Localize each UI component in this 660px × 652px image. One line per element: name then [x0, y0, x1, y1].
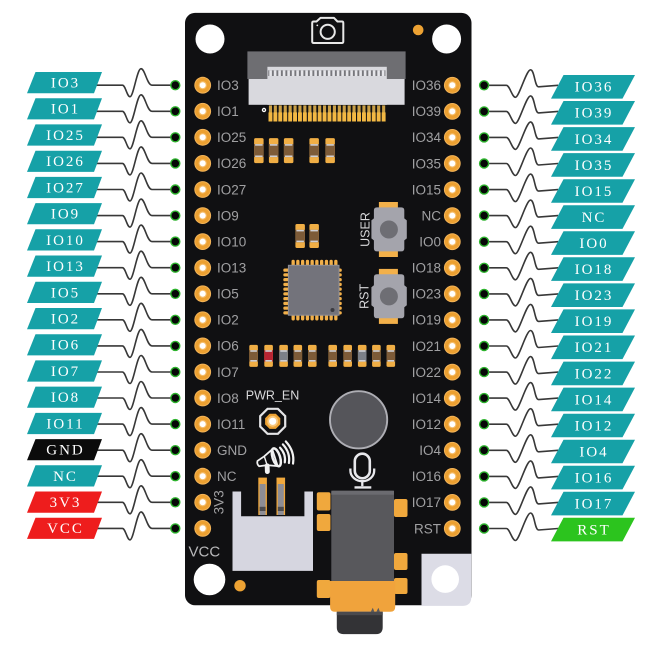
- svg-text:IO10: IO10: [217, 234, 246, 249]
- svg-text:NC: NC: [217, 469, 237, 484]
- svg-text:USER: USER: [358, 212, 372, 247]
- svg-text:IO26: IO26: [217, 156, 246, 171]
- svg-text:NC: NC: [422, 208, 442, 223]
- svg-text:IO11: IO11: [46, 416, 84, 432]
- svg-text:IO15: IO15: [412, 182, 441, 197]
- svg-text:IO11: IO11: [217, 417, 245, 432]
- svg-text:IO13: IO13: [46, 259, 85, 275]
- svg-text:IO15: IO15: [575, 184, 614, 200]
- svg-text:IO7: IO7: [217, 365, 239, 380]
- svg-text:GND: GND: [217, 443, 247, 458]
- svg-text:IO17: IO17: [412, 495, 441, 510]
- svg-text:IO18: IO18: [575, 262, 614, 278]
- svg-text:IO10: IO10: [46, 233, 85, 249]
- svg-text:IO5: IO5: [51, 285, 80, 301]
- svg-text:GND: GND: [46, 443, 85, 459]
- svg-text:IO0: IO0: [419, 235, 441, 250]
- svg-text:PWR_EN: PWR_EN: [246, 388, 299, 402]
- svg-text:IO39: IO39: [575, 106, 614, 122]
- svg-text:IO34: IO34: [412, 130, 442, 145]
- svg-text:RST: RST: [357, 284, 371, 309]
- svg-text:IO19: IO19: [412, 313, 441, 328]
- svg-text:IO5: IO5: [217, 287, 239, 302]
- svg-text:IO34: IO34: [575, 132, 614, 148]
- svg-text:IO4: IO4: [419, 443, 441, 458]
- svg-text:IO2: IO2: [51, 312, 80, 328]
- svg-text:IO1: IO1: [51, 102, 80, 118]
- svg-text:IO22: IO22: [412, 365, 441, 380]
- svg-text:IO25: IO25: [217, 130, 246, 145]
- svg-text:IO1: IO1: [217, 104, 239, 119]
- svg-text:IO19: IO19: [575, 314, 614, 330]
- svg-text:IO9: IO9: [51, 207, 80, 223]
- svg-text:NC: NC: [582, 210, 607, 226]
- svg-text:3V3: 3V3: [211, 490, 226, 514]
- svg-text:IO6: IO6: [51, 338, 80, 354]
- svg-text:IO8: IO8: [217, 391, 239, 406]
- svg-text:IO17: IO17: [575, 497, 614, 513]
- svg-text:IO18: IO18: [412, 261, 441, 276]
- svg-text:IO6: IO6: [217, 339, 239, 354]
- svg-text:IO14: IO14: [575, 392, 614, 408]
- svg-text:IO27: IO27: [217, 182, 246, 197]
- svg-text:IO27: IO27: [46, 180, 85, 196]
- svg-text:IO36: IO36: [575, 80, 614, 96]
- svg-text:NC: NC: [53, 469, 78, 485]
- svg-text:VCC: VCC: [47, 521, 84, 537]
- svg-text:IO26: IO26: [46, 154, 85, 170]
- svg-text:3V3: 3V3: [50, 495, 82, 511]
- svg-text:IO36: IO36: [412, 78, 441, 93]
- svg-text:IO16: IO16: [412, 469, 441, 484]
- svg-text:IO22: IO22: [575, 366, 614, 382]
- svg-text:IO12: IO12: [575, 418, 614, 434]
- svg-text:IO7: IO7: [51, 364, 80, 380]
- svg-text:IO25: IO25: [46, 128, 85, 144]
- svg-text:IO39: IO39: [412, 104, 441, 119]
- svg-text:IO3: IO3: [51, 76, 80, 92]
- svg-text:RST: RST: [577, 523, 611, 539]
- svg-text:IO4: IO4: [579, 444, 608, 460]
- svg-text:VCC: VCC: [189, 544, 221, 561]
- svg-text:IO23: IO23: [412, 287, 441, 302]
- svg-text:IO0: IO0: [579, 236, 608, 252]
- svg-text:IO35: IO35: [575, 158, 614, 174]
- svg-text:IO35: IO35: [412, 156, 441, 171]
- svg-text:IO21: IO21: [412, 339, 441, 354]
- svg-text:IO2: IO2: [217, 313, 239, 328]
- svg-text:IO21: IO21: [575, 340, 614, 356]
- svg-text:RST: RST: [414, 521, 441, 536]
- svg-text:IO12: IO12: [412, 417, 441, 432]
- svg-text:IO3: IO3: [217, 78, 239, 93]
- svg-text:IO8: IO8: [51, 390, 80, 406]
- svg-text:IO13: IO13: [217, 261, 246, 276]
- svg-text:IO16: IO16: [575, 471, 614, 487]
- svg-text:IO9: IO9: [217, 208, 239, 223]
- svg-text:IO14: IO14: [412, 391, 442, 406]
- svg-text:IO23: IO23: [575, 288, 614, 304]
